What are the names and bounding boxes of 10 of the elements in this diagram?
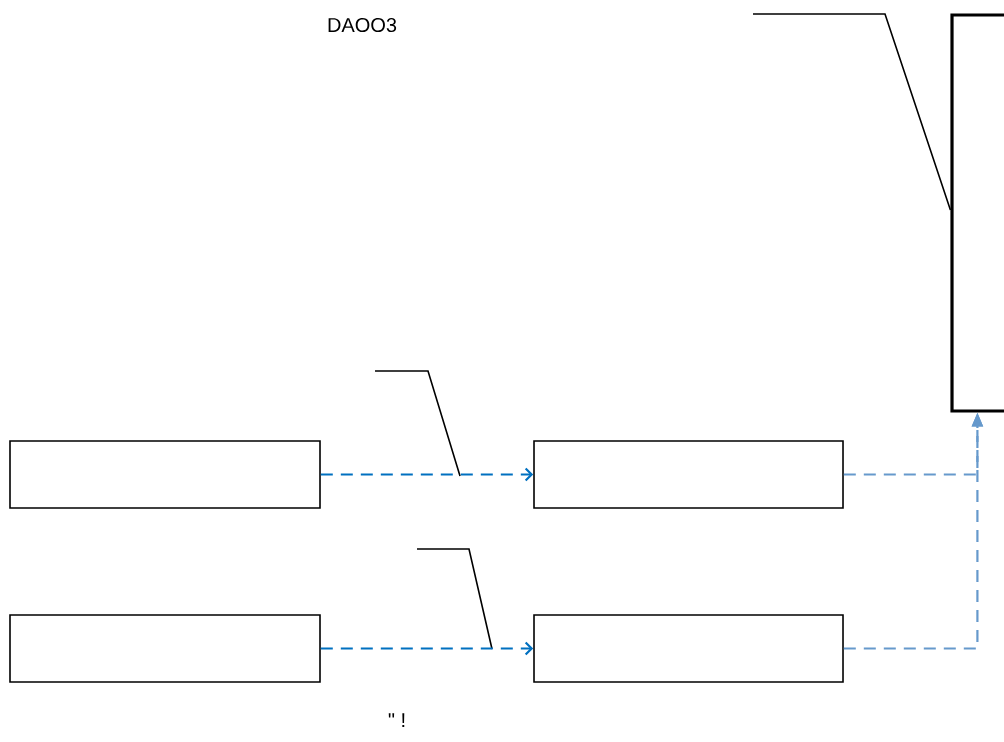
label: DAOO3	[328, 17, 397, 33]
label: " !	[388, 713, 405, 727]
box	[533, 440, 844, 509]
box	[9, 440, 321, 509]
leader-line	[752, 13, 952, 211]
box	[950, 13, 1004, 413]
box	[533, 614, 844, 683]
arrow	[320, 641, 534, 656]
box	[9, 614, 321, 683]
arrow	[320, 467, 534, 482]
